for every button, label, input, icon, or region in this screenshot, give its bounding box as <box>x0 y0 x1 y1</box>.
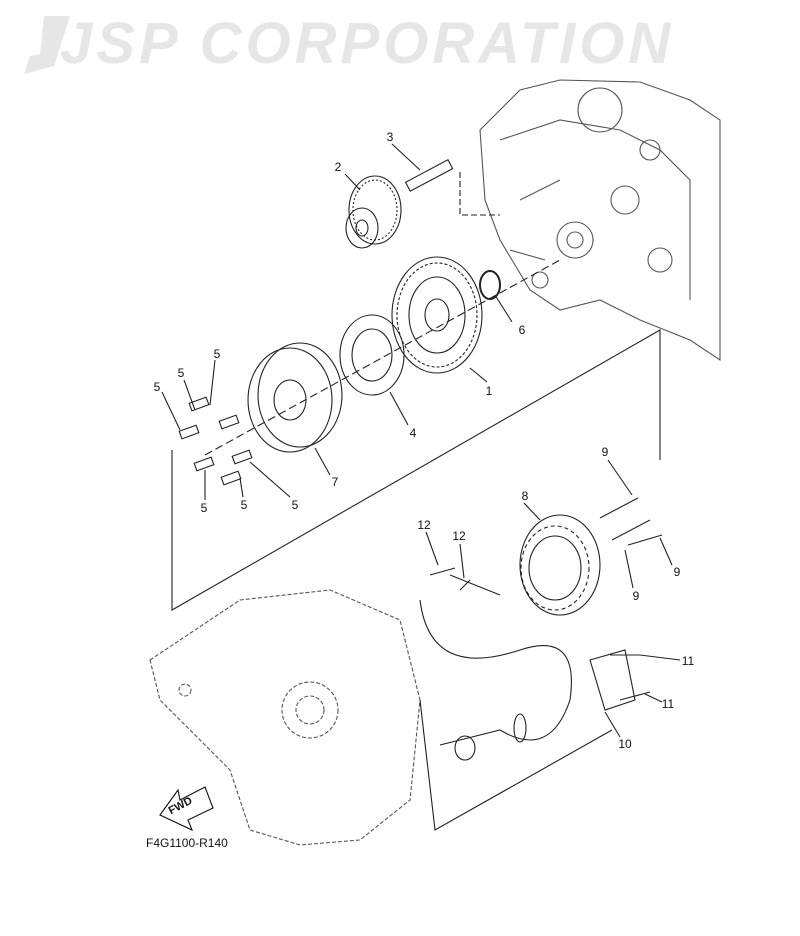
callout-2[interactable]: 2 <box>334 160 342 174</box>
callout-5[interactable]: 5 <box>291 498 299 512</box>
callout-1[interactable]: 1 <box>485 384 493 398</box>
callout-10[interactable]: 10 <box>618 737 632 751</box>
callout-11[interactable]: 11 <box>681 654 695 668</box>
callout-5[interactable]: 5 <box>213 347 221 361</box>
starter-gear <box>391 256 483 374</box>
crankcase-upper <box>479 79 721 362</box>
callout-4[interactable]: 4 <box>409 426 417 440</box>
callout-9[interactable]: 9 <box>601 445 609 459</box>
bolts-5 <box>178 396 253 486</box>
watermark: JSP CORPORATION <box>60 11 675 76</box>
callout-5[interactable]: 5 <box>240 498 248 512</box>
idler-gear <box>345 175 402 249</box>
stator <box>519 514 601 616</box>
callout-9[interactable]: 9 <box>673 565 681 579</box>
callout-5[interactable]: 5 <box>153 380 161 394</box>
callout-12[interactable]: 12 <box>452 529 466 543</box>
callout-11[interactable]: 11 <box>661 697 675 711</box>
callout-6[interactable]: 6 <box>518 323 526 337</box>
jsp-logo-icon <box>24 16 70 74</box>
callout-9[interactable]: 9 <box>632 589 640 603</box>
callout-5[interactable]: 5 <box>177 366 185 380</box>
callout-7[interactable]: 7 <box>331 475 339 489</box>
flywheel-rotor <box>247 342 343 453</box>
callout-5[interactable]: 5 <box>200 501 208 515</box>
callout-12[interactable]: 12 <box>417 518 431 532</box>
diagram-code: F4G1100-R140 <box>146 836 228 850</box>
callout-8[interactable]: 8 <box>521 489 529 503</box>
crankcase-cover <box>149 589 421 846</box>
callout-3[interactable]: 3 <box>386 130 394 144</box>
